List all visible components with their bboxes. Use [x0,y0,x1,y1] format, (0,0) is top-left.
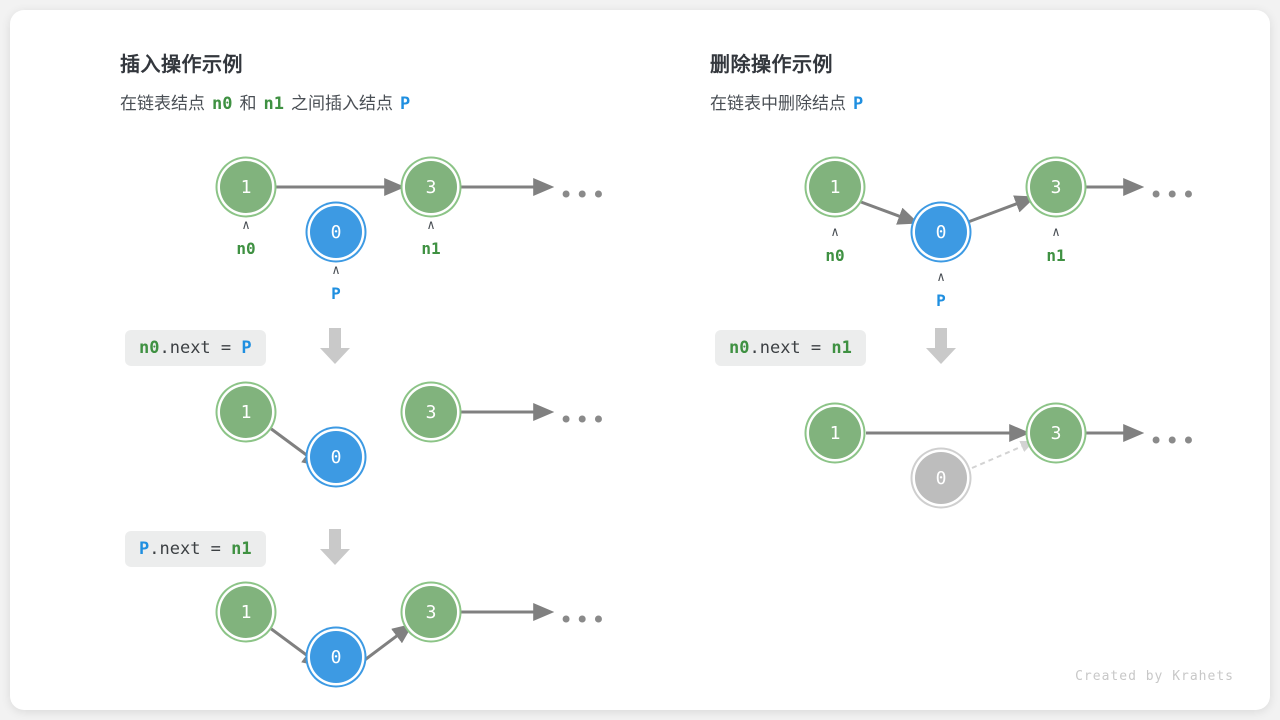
code-token: P [139,539,150,559]
code-token: n0 [139,338,160,358]
subtitle-part: 和 [239,94,257,113]
node-delete-r2-n0: 1 [809,407,861,459]
subtitle-part-p: P [399,94,411,114]
caret-icon: ∧ [1052,225,1060,240]
subtitle-part: 之间插入结点 [290,94,393,113]
edge-delete-r1-n0-p [860,200,919,225]
code-token: P [241,338,252,358]
code-token: n0 [729,338,750,358]
ellipsis-insert-r2: ••• [559,406,608,434]
code-badge-insert-step2: P.next = n1 [125,531,266,567]
subtitle-part: 在链表结点 [120,94,205,113]
code-token: .next = [749,338,832,358]
ellipsis-delete-r1: ••• [1149,181,1198,209]
node-insert-r1-n1: 3 [405,161,457,213]
panel-delete-subtitle: 在链表中删除结点 P [710,89,1270,114]
down-arrow-insert-step1 [320,328,350,364]
panel-delete: 删除操作示例 在链表中删除结点 P [710,48,1270,114]
ellipsis-insert-r1: ••• [559,181,608,209]
subtitle-part-n0: n0 [212,94,233,114]
panel-insert: 插入操作示例 在链表结点 n0 和 n1 之间插入结点 P [120,48,690,114]
node-delete-r1-n0: 1 [809,161,861,213]
label-insert-p: ∧ P [301,264,371,303]
node-delete-r2-n1: 3 [1030,407,1082,459]
caret-icon: ∧ [831,225,839,240]
panel-insert-subtitle: 在链表结点 n0 和 n1 之间插入结点 P [120,89,690,114]
node-insert-r1-p: 0 [310,206,362,258]
node-insert-r1-n0: 1 [220,161,272,213]
edge-delete-r1-p-n1 [967,195,1036,224]
label-delete-n1: ∧ n1 [1021,226,1091,265]
panel-delete-title: 删除操作示例 [710,54,833,76]
attribution-footer: Created by Krahets [1075,669,1234,684]
label-insert-n1: ∧ n1 [396,219,466,258]
label-insert-n0: ∧ n0 [211,219,281,258]
node-insert-r2-n1: 3 [405,386,457,438]
subtitle-part-n1: n1 [263,94,284,114]
code-badge-delete-step1: n0.next = n1 [715,330,866,366]
panel-insert-title: 插入操作示例 [120,54,243,76]
caret-icon: ∧ [427,218,435,233]
node-insert-r2-n0: 1 [220,386,272,438]
ellipsis-insert-r3: ••• [559,606,608,634]
down-arrow-delete-step1 [926,328,956,364]
ellipsis-delete-r2: ••• [1149,427,1198,455]
caret-icon: ∧ [332,263,340,278]
code-token: n1 [231,539,252,559]
caret-icon: ∧ [937,270,945,285]
caret-icon: ∧ [242,218,250,233]
code-badge-insert-step1: n0.next = P [125,330,266,366]
code-token: .next = [159,338,242,358]
node-insert-r3-p: 0 [310,631,362,683]
edge-delete-r2-removed-dashed [971,440,1035,469]
label-delete-n0: ∧ n0 [800,226,870,265]
node-insert-r3-n1: 3 [405,586,457,638]
node-delete-r2-removed: 0 [915,452,967,504]
subtitle-part: 在链表中删除结点 [710,94,846,113]
edge-insert-r3-p-n1 [361,623,414,664]
node-insert-r3-n0: 1 [220,586,272,638]
code-token: n1 [831,338,852,358]
down-arrow-insert-step2 [320,529,350,565]
subtitle-part-p: P [853,94,864,114]
node-delete-r1-p: 0 [915,206,967,258]
label-delete-p: ∧ P [906,271,976,310]
node-insert-r2-p: 0 [310,431,362,483]
code-token: .next = [149,539,232,559]
node-delete-r1-n1: 3 [1030,161,1082,213]
